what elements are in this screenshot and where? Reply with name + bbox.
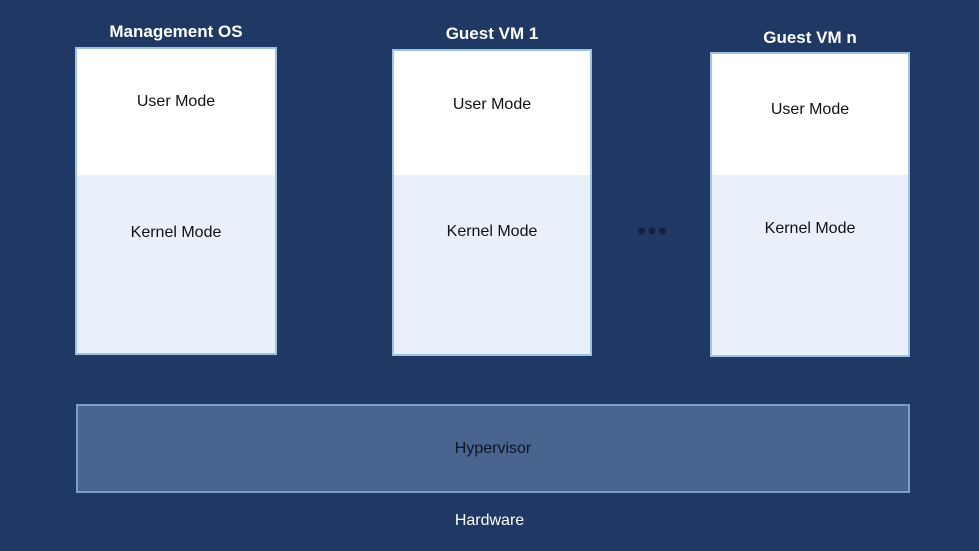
vm-box-guest-vm-1: User Mode Kernel Mode — [392, 49, 592, 356]
user-mode-label-management-os: User Mode — [136, 93, 216, 110]
vm-box-management-os: User Mode Kernel Mode — [75, 47, 277, 355]
user-mode-label-guest-vm-n: User Mode — [770, 101, 850, 118]
column-title-guest-vm-n: Guest VM n — [763, 28, 857, 47]
user-mode-label-guest-vm-1: User Mode — [452, 96, 532, 113]
user-mode-section-guest-vm-1: User Mode — [394, 51, 590, 175]
kernel-mode-label-guest-vm-n: Kernel Mode — [764, 220, 856, 237]
kernel-mode-section-management-os: Kernel Mode — [77, 175, 275, 353]
ellipsis-separator: ••• — [637, 218, 669, 245]
user-mode-section-guest-vm-n: User Mode — [712, 54, 908, 175]
kernel-mode-section-guest-vm-1: Kernel Mode — [394, 175, 590, 354]
kernel-mode-label-management-os: Kernel Mode — [130, 224, 222, 241]
column-title-management-os: Management OS — [109, 22, 243, 41]
hypervisor-label: Hypervisor — [454, 439, 532, 457]
hypervisor-layer: Hypervisor — [76, 404, 910, 493]
kernel-mode-label-guest-vm-1: Kernel Mode — [446, 223, 538, 240]
column-title-guest-vm-1: Guest VM 1 — [445, 24, 539, 43]
kernel-mode-section-guest-vm-n: Kernel Mode — [712, 175, 908, 355]
hardware-label: Hardware — [454, 512, 525, 529]
vm-box-guest-vm-n: User Mode Kernel Mode — [710, 52, 910, 357]
user-mode-section-management-os: User Mode — [77, 49, 275, 175]
